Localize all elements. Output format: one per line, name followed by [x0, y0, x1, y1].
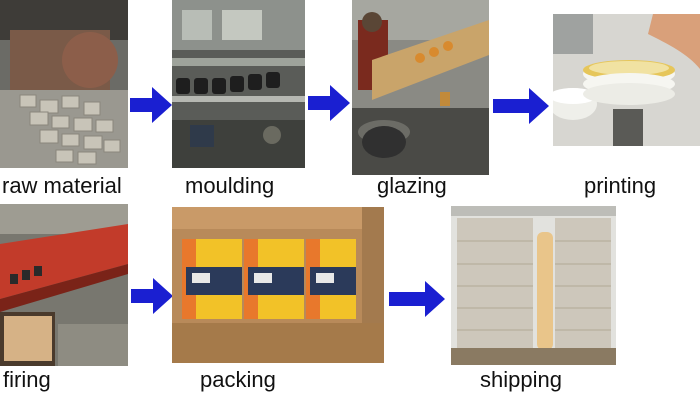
step-label-packing: packing — [200, 369, 276, 391]
step-label-shipping: shipping — [480, 369, 562, 391]
step-label-firing: firing — [3, 369, 51, 391]
arrow-moulding-to-glazing — [308, 82, 350, 124]
arrow-firing-to-packing — [131, 275, 173, 317]
step-label-raw-material: raw material — [2, 175, 122, 197]
glazing-photo — [352, 0, 489, 175]
step-label-glazing: glazing — [377, 175, 447, 197]
step-label-moulding: moulding — [185, 175, 274, 197]
packing-photo — [172, 207, 384, 363]
moulding-photo — [172, 0, 305, 168]
arrow-raw-to-moulding — [130, 84, 172, 126]
step-label-printing: printing — [584, 175, 656, 197]
printing-photo — [553, 14, 700, 146]
shipping-photo — [451, 206, 616, 365]
arrow-glazing-to-printing — [493, 85, 549, 127]
arrow-packing-to-shipping — [389, 278, 445, 320]
raw-material-photo — [0, 0, 128, 168]
firing-photo — [0, 204, 128, 366]
